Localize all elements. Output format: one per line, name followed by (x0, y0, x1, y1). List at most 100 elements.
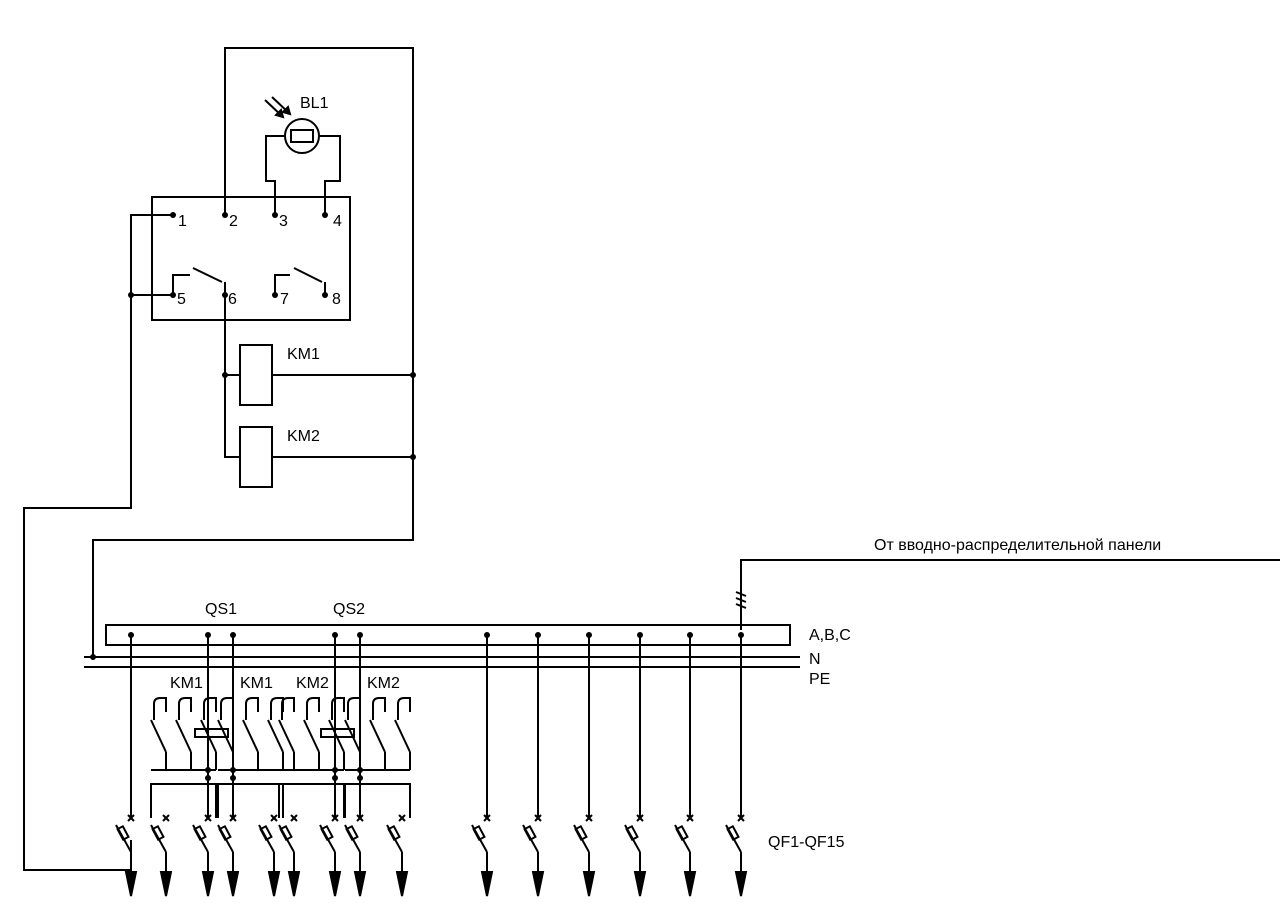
breaker-release (116, 824, 130, 842)
breaker-release (523, 824, 537, 842)
bus-phase-label: A,B,C (809, 627, 851, 644)
relay-box (151, 196, 351, 321)
contact-x (162, 814, 170, 822)
contact-x (356, 814, 364, 822)
outgoing-arrow (633, 871, 647, 897)
contact-arc (347, 697, 361, 720)
coil-km2-label: KM2 (287, 428, 320, 445)
breaker-release (472, 824, 486, 842)
contactor-group (344, 697, 411, 818)
outgoing-arrow (531, 871, 545, 897)
junction-dot (222, 212, 228, 218)
circuit-breaker (522, 814, 545, 897)
light-arrowhead-1 (274, 108, 285, 119)
breaker-release (279, 824, 293, 842)
breakers-label: QF1-QF15 (768, 834, 845, 851)
contact-x (229, 814, 237, 822)
outgoing-arrow (395, 871, 409, 897)
contact-blade (394, 719, 411, 753)
feed-line (740, 559, 1280, 630)
breaker-release (218, 824, 232, 842)
contact-blade (175, 719, 192, 753)
feed-tick-1 (735, 591, 747, 597)
outgoing-arrow (124, 871, 138, 897)
breaker-release (193, 824, 207, 842)
circuit-breaker (278, 814, 301, 897)
relay-terminal-3: 3 (279, 213, 288, 230)
contact-7-8-fixed (274, 274, 290, 295)
breaker-release (151, 824, 165, 842)
light-arrowhead-2 (281, 105, 292, 116)
feed-tick-3 (735, 603, 747, 609)
contact-arc (306, 697, 320, 720)
outgoing-arrow (267, 871, 281, 897)
contact-arc (331, 697, 345, 720)
junction-dot (272, 292, 278, 298)
junction-dot (128, 292, 134, 298)
junction-dot (222, 372, 228, 378)
breaker-release (574, 824, 588, 842)
switch-qs2-label: QS2 (333, 601, 365, 618)
contact-arc (281, 697, 295, 720)
photo-sensor-body (284, 118, 320, 154)
contact-x (331, 814, 339, 822)
junction-dot (410, 454, 416, 460)
outgoing-arrow (582, 871, 596, 897)
junction-dot (322, 292, 328, 298)
contactor-group (217, 697, 284, 818)
circuit-breaker (624, 814, 647, 897)
bus-pe-label: PE (809, 671, 830, 688)
outgoing-arrow (734, 871, 748, 897)
outgoing-arrow (226, 871, 240, 897)
breaker-release (387, 824, 401, 842)
breaker-release (675, 824, 689, 842)
junction-dots (90, 212, 744, 781)
contact-arc (178, 697, 192, 720)
breaker-release (259, 824, 273, 842)
contactor-label: KM1 (240, 675, 273, 692)
junction-dot (170, 292, 176, 298)
circuit-breaker (471, 814, 494, 897)
contact-arc (270, 697, 284, 720)
circuit-breaker (115, 814, 138, 897)
outgoing-arrow (287, 871, 301, 897)
junction-dot (222, 292, 228, 298)
circuit-breaker (674, 814, 697, 897)
outgoing-arrow (480, 871, 494, 897)
static-wiring (23, 47, 1280, 871)
breaker-row (115, 635, 748, 897)
circuit-breaker (319, 814, 342, 897)
photo-sensor-element (290, 129, 314, 143)
outgoing-arrow (328, 871, 342, 897)
contact-7-8-blade (293, 267, 323, 283)
junction-dot (410, 372, 416, 378)
feed-caption: От вводно-распределительной панели (874, 537, 1161, 554)
coil-km2 (239, 426, 273, 488)
junction-dot (272, 212, 278, 218)
breaker-release (726, 824, 740, 842)
circuit-breaker (258, 814, 281, 897)
group-out (150, 783, 217, 818)
circuit-breaker (573, 814, 596, 897)
breaker-release (625, 824, 639, 842)
contact-x (270, 814, 278, 822)
wire-terminal-6 (224, 295, 240, 458)
contact-arc (397, 697, 411, 720)
contact-blade (278, 719, 295, 753)
breaker-release (345, 824, 359, 842)
circuit-breaker (725, 814, 748, 897)
switching-groups (150, 635, 411, 818)
circuit-breaker (344, 814, 367, 897)
relay-terminal-2: 2 (229, 213, 238, 230)
contact-arc (220, 697, 234, 720)
feed-tick-2 (735, 597, 747, 603)
outgoing-arrow (353, 871, 367, 897)
contact-arc (153, 697, 167, 720)
switch-qs1-label: QS1 (205, 601, 237, 618)
sensor-wire-left (265, 135, 284, 215)
contact-5-6-blade (192, 267, 223, 283)
contact-blade (242, 719, 259, 753)
interlock-bar (194, 728, 229, 738)
